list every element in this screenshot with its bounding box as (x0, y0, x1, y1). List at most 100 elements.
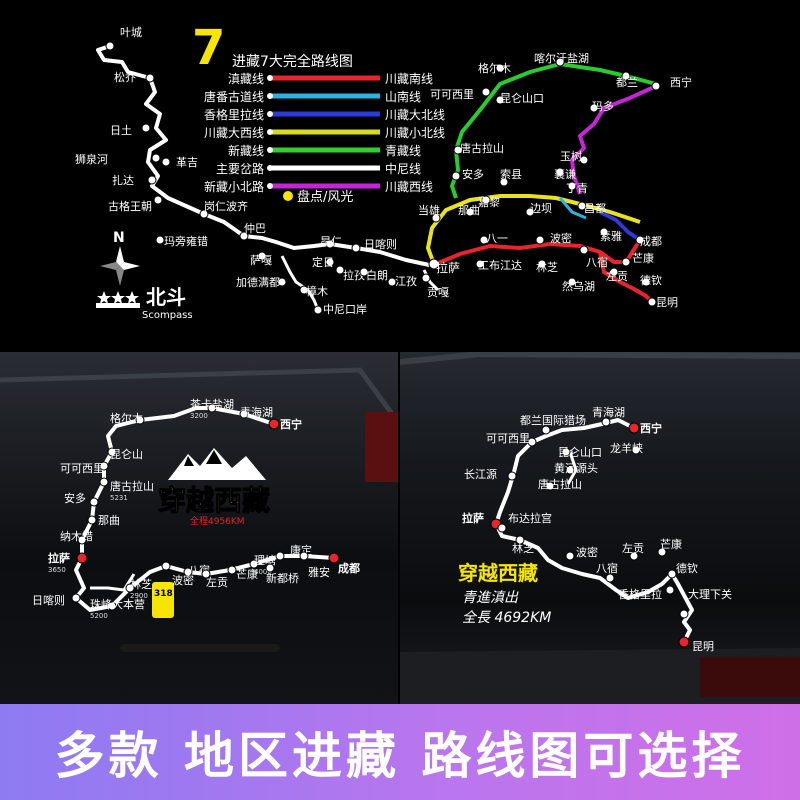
promo-banner: 多款 地区进藏 路线图可选择 (0, 704, 800, 800)
place-label: 那曲 (98, 514, 120, 527)
place-marker (325, 257, 335, 267)
place-marker (481, 195, 491, 205)
legend-left-label: 唐番古道线 (204, 89, 264, 104)
place-label: 仲巴 (244, 221, 266, 235)
legend-start-dot (267, 111, 273, 117)
place-label: 理塘 (254, 553, 276, 567)
place-marker (125, 583, 135, 593)
place-label: 成都 (338, 561, 360, 575)
place-marker (249, 559, 259, 569)
place-label: 昌都 (584, 202, 606, 215)
place-marker (545, 481, 555, 491)
poi-legend-label: 盘点/风光 (297, 189, 353, 205)
place-marker (567, 181, 577, 191)
place-marker (299, 551, 309, 561)
place-label: 唐古拉山 (110, 479, 154, 493)
place-marker (277, 277, 287, 287)
place-label: 波密 (172, 573, 194, 587)
route-line-318-branch (90, 573, 136, 592)
legend-start-dot (267, 165, 273, 171)
place-marker (565, 551, 575, 561)
compass-letter: N (113, 230, 125, 246)
altitude-label: 2900 (130, 592, 148, 600)
place-marker (631, 445, 641, 455)
place-label: 日喀则 (364, 238, 397, 251)
place-label: 格尔木 (478, 61, 511, 75)
sticker-canvas-qing-dian: 穿越西藏 青進滇出 全長 4692KM 西宁青海湖都兰国际猎场龙羊峡可可西里昆仑… (400, 352, 800, 704)
place-label: 喀尔汗盐湖 (534, 52, 589, 65)
place-label: 素雅 (600, 229, 622, 243)
legend-left-label: 新藏小北路 (204, 179, 264, 194)
place-marker (105, 41, 115, 51)
legend-right-label: 青藏线 (385, 144, 421, 158)
place-label: 大理下关 (688, 587, 732, 601)
place-marker (641, 277, 651, 287)
place-marker (275, 551, 285, 561)
altitude-label: 3200 (190, 412, 208, 420)
route-tang-fan-ancient (558, 197, 587, 220)
place-marker (495, 95, 505, 105)
place-marker (239, 231, 249, 241)
place-marker (507, 471, 517, 481)
place-label: 西宁 (670, 75, 692, 89)
place-marker (451, 171, 461, 181)
place-marker (647, 297, 657, 307)
sticker-canvas-318: 穿越西藏 全程4956KM 318 西宁青海湖茶卡盐湖3200格尔木昆仑山可可西… (0, 367, 398, 652)
place-marker (155, 235, 165, 245)
place-marker (313, 305, 323, 315)
legend-right-label: 川藏大北线 (385, 108, 445, 122)
legend-start-dot (267, 75, 273, 81)
place-marker (537, 259, 547, 269)
place-marker (499, 177, 509, 187)
place-marker (257, 251, 267, 261)
place-label: 白朗 (366, 268, 388, 282)
place-marker (535, 235, 545, 245)
place-marker (555, 57, 565, 67)
place-marker (609, 267, 619, 277)
car-sticker-photo-qing-dian: 穿越西藏 青進滇出 全長 4692KM 西宁青海湖都兰国际猎场龙羊峡可可西里昆仑… (400, 352, 800, 704)
place-label: 松乔 (114, 70, 136, 84)
place-label: 玉树 (560, 149, 582, 163)
route-sichuan-south (435, 238, 642, 266)
place-marker (199, 209, 209, 219)
place-marker (71, 593, 81, 603)
place-label: 拉萨 (462, 511, 484, 525)
place-label: 林芝 (536, 260, 558, 274)
altitude-label: 3650 (48, 566, 66, 574)
place-marker (599, 227, 609, 237)
sticker-318-places: 西宁青海湖茶卡盐湖3200格尔木昆仑山可可西里唐古拉山5231安多那曲纳木错拉萨… (32, 398, 360, 620)
place-marker (621, 257, 631, 267)
place-marker (153, 195, 163, 205)
place-marker (239, 409, 249, 419)
place-marker (161, 561, 171, 571)
place-marker (495, 63, 505, 73)
legend-start-dot (267, 93, 273, 99)
place-label: 林芝 (130, 577, 152, 591)
place-marker (481, 87, 491, 97)
sticker-route-direction: 青進滇出 (462, 590, 519, 606)
place-label: 贡嘎 (427, 286, 449, 299)
place-marker (351, 243, 361, 253)
car-tail-light (700, 657, 800, 697)
place-label: 格尔木 (110, 411, 143, 425)
place-marker (387, 277, 397, 287)
place-marker (76, 552, 88, 564)
place-label: 拉萨 (436, 260, 460, 275)
place-marker (465, 207, 475, 217)
place-marker (268, 418, 280, 430)
place-marker (577, 201, 587, 211)
place-label: 左贡 (206, 576, 228, 589)
place-marker (135, 415, 145, 425)
place-marker (567, 277, 577, 287)
poi-marker-icon (283, 191, 293, 201)
place-label: 工布江达 (478, 259, 522, 272)
place-label: 西宁 (640, 421, 662, 435)
place-marker (207, 403, 217, 413)
route-sichuan-west (569, 84, 657, 195)
place-marker (359, 267, 369, 277)
sticker-distance: 全長 4692KM (462, 610, 551, 626)
legend-left-label: 新藏线 (228, 143, 264, 158)
place-marker (77, 535, 87, 545)
legend-left-label: 川藏大西线 (204, 126, 264, 140)
place-marker (325, 239, 335, 249)
